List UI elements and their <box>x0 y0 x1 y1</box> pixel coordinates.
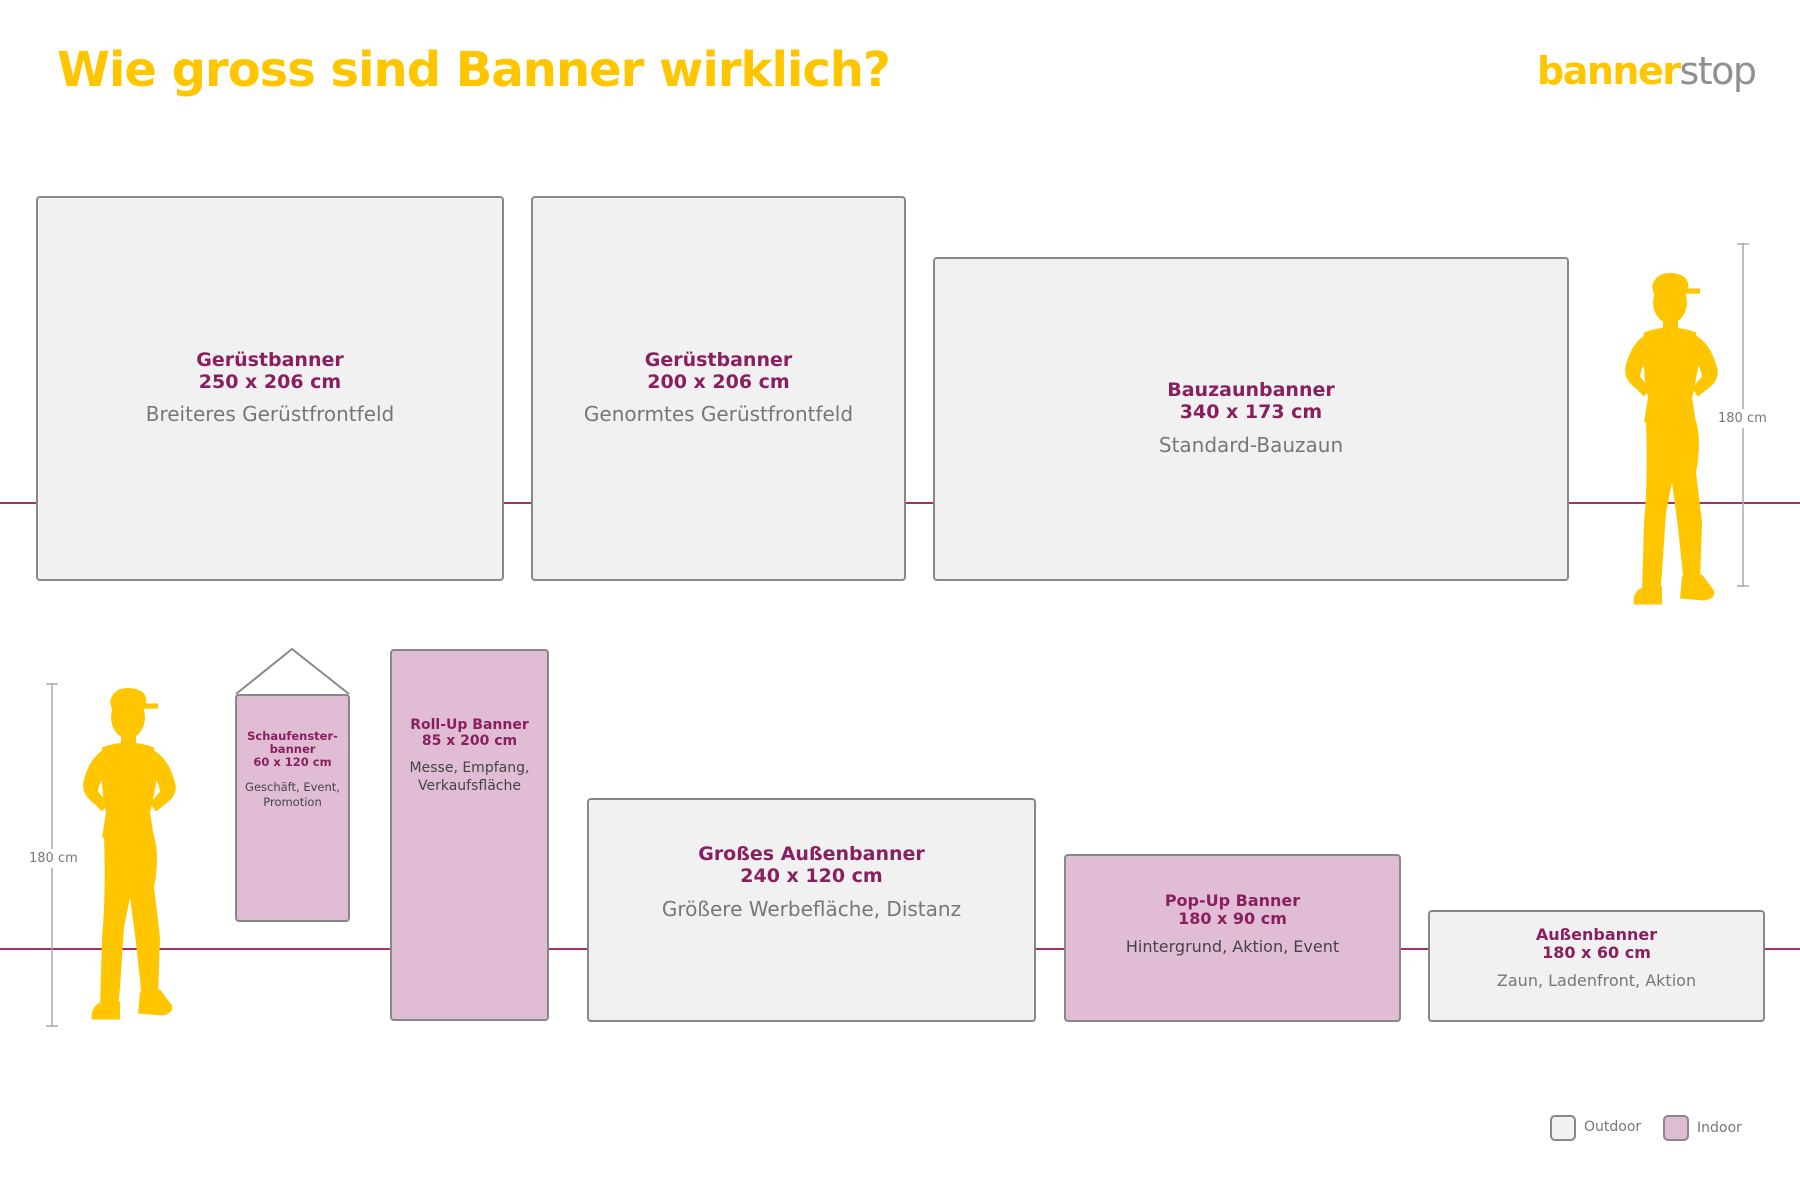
banner-description: Breiteres Gerüstfrontfeld <box>145 402 395 427</box>
banner-name: Großes Außenbanner <box>698 843 925 865</box>
height-label-top: 180 cm <box>1718 409 1767 428</box>
banner-description: Größere Werbefläche, Distanz <box>661 896 962 921</box>
banner-size: 200 x 206 cm <box>647 370 790 393</box>
banner-size: 60 x 120 cm <box>253 755 332 770</box>
banner-size: 85 x 200 cm <box>421 733 518 750</box>
legend-outdoor-swatch <box>1550 1115 1576 1141</box>
banner-size: 240 x 120 cm <box>740 864 883 887</box>
banner-bauzaunbanner: Bauzaunbanner 340 x 173 cm Standard-Bauz… <box>933 257 1569 581</box>
banner-grosses-aussenbanner: Großes Außenbanner 240 x 120 cm Größere … <box>587 798 1036 1022</box>
banner-name: Bauzaunbanner <box>1167 379 1335 402</box>
banner-size: 180 x 60 cm <box>1542 943 1651 963</box>
legend-indoor-swatch <box>1663 1115 1689 1141</box>
banner-description: Standard-Bauzaun <box>1158 432 1344 457</box>
person-silhouette-icon <box>1604 270 1734 615</box>
person-silhouette-icon <box>62 685 192 1030</box>
banner-description: Geschäft, Event, Promotion <box>245 779 340 809</box>
banner-pop-up: Pop-Up Banner 180 x 90 cm Hintergrund, A… <box>1064 854 1401 1022</box>
banner-name: Gerüstbanner <box>644 348 793 371</box>
banner-description: Messe, Empfang, Verkaufsfläche <box>409 760 530 795</box>
banner-description: Genormtes Gerüstfrontfeld <box>583 402 854 427</box>
banner-name: Gerüstbanner <box>196 348 344 371</box>
banner-description: Zaun, Ladenfront, Aktion <box>1496 970 1697 990</box>
banner-size: 180 x 90 cm <box>1178 909 1287 929</box>
banner-name: Pop-Up Banner <box>1164 891 1301 910</box>
banner-size: 250 x 206 cm <box>198 370 342 393</box>
height-label-bottom: 180 cm <box>29 849 78 868</box>
banner-name: Schaufenster- banner <box>247 729 338 757</box>
logo-part-banner: banner <box>1537 49 1681 93</box>
legend-outdoor-label: Outdoor <box>1584 1119 1642 1135</box>
bannerstop-logo: bannerstop <box>1537 49 1757 93</box>
logo-part-stop: stop <box>1679 49 1757 93</box>
banner-geruestbanner-250: Gerüstbanner 250 x 206 cm Breiteres Gerü… <box>36 196 504 581</box>
banner-roll-up: Roll-Up Banner 85 x 200 cm Messe, Empfan… <box>390 649 549 1021</box>
banner-size: 340 x 173 cm <box>1179 401 1323 423</box>
hanger-string-icon <box>235 647 350 695</box>
banner-geruestbanner-200: Gerüstbanner 200 x 206 cm Genormtes Gerü… <box>531 196 906 581</box>
banner-description: Hintergrund, Aktion, Event <box>1125 936 1340 956</box>
banner-name: Roll-Up Banner <box>410 717 529 733</box>
page-title: Wie gross sind Banner wirklich? <box>57 42 891 98</box>
banner-schaufensterbanner: Schaufenster- banner 60 x 120 cm Geschäf… <box>235 694 350 922</box>
banner-aussenbanner: Außenbanner 180 x 60 cm Zaun, Ladenfront… <box>1428 910 1765 1022</box>
banner-name: Außenbanner <box>1535 925 1658 944</box>
legend-indoor-label: Indoor <box>1697 1120 1742 1136</box>
